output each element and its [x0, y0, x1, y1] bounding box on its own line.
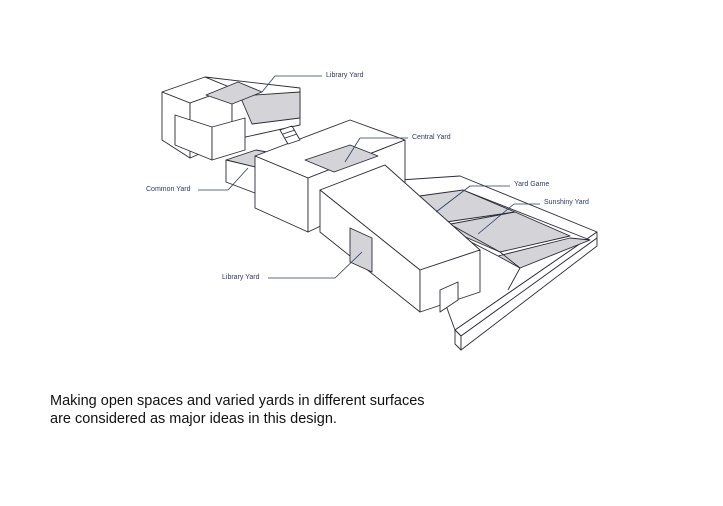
leader-lines — [198, 75, 540, 279]
label-common-yard: Common Yard — [146, 186, 191, 193]
long-front-bar — [319, 164, 481, 313]
leader-yard-game — [435, 185, 510, 213]
caption: Making open spaces and varied yards in d… — [50, 392, 490, 428]
label-yard-game: Yard Game — [514, 181, 550, 188]
leader-common-yard — [198, 167, 249, 191]
caption-line-2: are considered as major ideas in this de… — [50, 411, 337, 427]
leader-library-yard-top — [261, 75, 322, 93]
leader-central-yard — [344, 137, 408, 163]
stair — [279, 125, 301, 145]
label-sunshiny-yard: Sunshiny Yard — [544, 199, 589, 206]
label-central-yard: Central Yard — [412, 134, 451, 141]
label-library-yard-top: Library Yard — [326, 72, 364, 79]
leader-library-yard-bottom — [268, 251, 363, 279]
caption-line-1: Making open spaces and varied yards in d… — [50, 393, 425, 409]
leader-sunshiny-yard — [477, 203, 540, 235]
label-library-yard-bottom: Library Yard — [222, 274, 260, 281]
